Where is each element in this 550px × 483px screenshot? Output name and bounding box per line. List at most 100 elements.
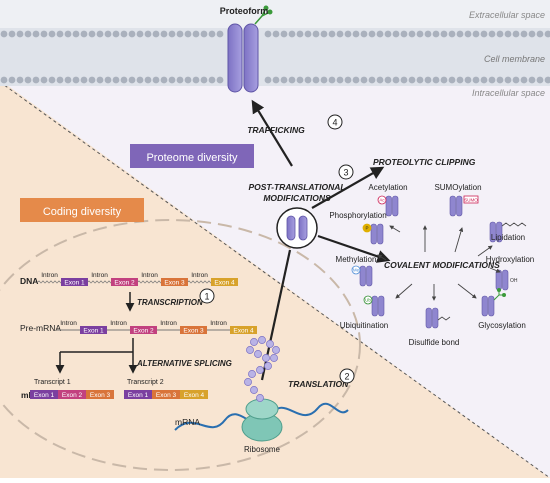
lipid-head <box>424 30 432 38</box>
lipid-head <box>0 76 8 84</box>
proteoform-label: Proteoform <box>220 6 269 16</box>
modification-tag-label: SUMO <box>464 198 478 203</box>
transcript-1-label: Transcript 1 <box>34 379 71 386</box>
lipid-head <box>360 30 368 38</box>
ribosome-label: Ribosome <box>244 445 281 454</box>
lipid-head <box>416 76 424 84</box>
step-3-number: 3 <box>343 168 348 178</box>
lipid-head <box>136 30 144 38</box>
lipid-head <box>400 30 408 38</box>
exon-label: Exon 1 <box>83 328 104 335</box>
covalent-small-arrows <box>377 225 501 301</box>
lipid-head <box>496 30 504 38</box>
intron-label: Intron <box>91 272 108 279</box>
ubiquitination-protein: Ub <box>363 295 385 317</box>
amino-acid-bead <box>264 362 272 370</box>
lipid-head <box>440 76 448 84</box>
glycan-sugar <box>497 288 501 292</box>
exon-label: Exon 2 <box>114 280 135 287</box>
lipid-head <box>24 30 32 38</box>
lipid-head <box>40 76 48 84</box>
protein-subunit <box>385 195 392 217</box>
lipid-chain <box>501 222 527 227</box>
exon-label: Exon 3 <box>183 328 204 335</box>
step-2-circle <box>339 368 355 384</box>
lipid-head <box>64 76 72 84</box>
protein-subunit <box>432 307 439 329</box>
exon-label: Exon 1 <box>34 392 55 399</box>
acetylation-protein: Ac <box>377 195 399 217</box>
lipid-head <box>280 76 288 84</box>
lipid-head <box>144 76 152 84</box>
intron-strand <box>187 280 213 284</box>
lipid-head <box>432 76 440 84</box>
hub-protein-left <box>286 215 296 241</box>
lipid-head <box>200 76 208 84</box>
lipid-head <box>504 30 512 38</box>
exon-label: Exon 1 <box>64 280 85 287</box>
lipid-head <box>376 30 384 38</box>
amino-acid-bead <box>246 346 254 354</box>
lipid-head <box>80 30 88 38</box>
phosphorylation-protein: P <box>362 223 384 245</box>
exon-block <box>180 326 207 334</box>
protein-subunit <box>359 265 366 287</box>
lipid-head <box>296 30 304 38</box>
protein-subunit <box>425 307 432 329</box>
lipid-head <box>544 76 550 84</box>
lipid-head <box>504 76 512 84</box>
step-1-number: 1 <box>204 292 209 302</box>
exon-block <box>124 390 152 399</box>
amino-acid-bead <box>256 366 264 374</box>
lipid-head <box>120 30 128 38</box>
translation-label: TRANSLATION <box>288 379 349 389</box>
lipid-head <box>392 76 400 84</box>
amino-acid-bead <box>254 350 262 358</box>
lipid-head <box>48 76 56 84</box>
lipid-head <box>344 76 352 84</box>
proteolytic-label: PROTEOLYTIC CLIPPING <box>373 157 476 167</box>
splicing-arrows <box>55 338 138 374</box>
lipid-head <box>464 76 472 84</box>
extracellular-background <box>0 0 550 28</box>
lipid-head <box>64 30 72 38</box>
protein-subunit <box>378 295 385 317</box>
ribosome-mrna-label: mRNA <box>175 417 200 427</box>
ptm-label-line2: MODIFICATIONS <box>263 193 331 203</box>
lipid-head <box>408 76 416 84</box>
lipid-head <box>528 76 536 84</box>
modification-tag-label: Me <box>353 268 360 273</box>
glycan-sugar <box>502 293 506 297</box>
lipid-head <box>432 30 440 38</box>
proteoform-channel <box>227 23 259 93</box>
lipid-head <box>192 30 200 38</box>
lipid-head <box>544 30 550 38</box>
covalent-arrow <box>317 234 391 263</box>
lipid-head <box>384 30 392 38</box>
lipid-head <box>536 76 544 84</box>
proteoform-glycan <box>254 5 273 25</box>
protein-subunit <box>370 223 377 245</box>
amino-acid-bead <box>248 370 256 378</box>
lipid-head <box>184 76 192 84</box>
lipid-head <box>320 30 328 38</box>
lipid-head <box>192 76 200 84</box>
lipid-head <box>104 76 112 84</box>
glycosylation-protein <box>481 288 506 317</box>
disulfide-protein <box>425 307 451 329</box>
lipid-head <box>384 76 392 84</box>
phosphorylation-label: Phosphorylation <box>329 211 386 220</box>
lipid-head <box>168 76 176 84</box>
protein-subunit <box>377 223 384 245</box>
intron-label: Intron <box>160 320 177 327</box>
proteome-diversity-label: Proteome diversity <box>146 152 238 164</box>
lipid-head <box>280 30 288 38</box>
alt-splicing-label: ALTERNATIVE SPLICING <box>136 359 232 368</box>
lipid-head <box>72 76 80 84</box>
extracellular-label: Extracellular space <box>469 10 545 20</box>
lipid-head <box>136 76 144 84</box>
cell-membrane <box>0 28 550 86</box>
disulfide-chain <box>437 316 451 321</box>
